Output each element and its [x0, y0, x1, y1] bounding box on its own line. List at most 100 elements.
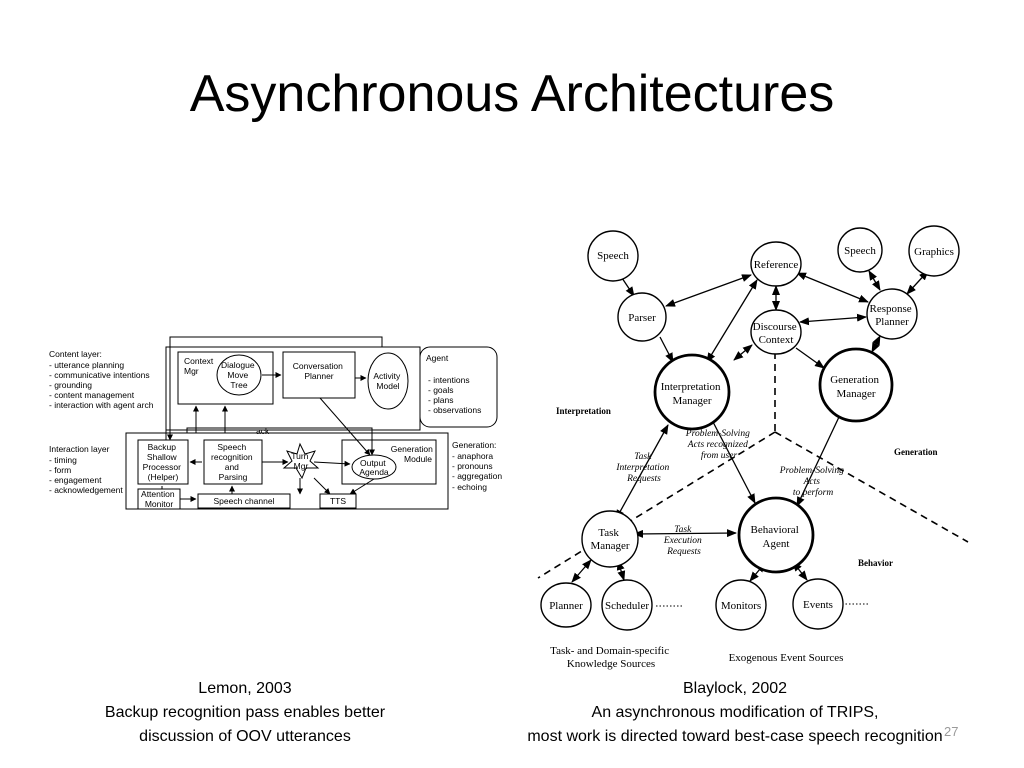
scheduler-label: Scheduler [605, 600, 649, 612]
divider-generation [774, 431, 969, 543]
turn-mgr-label: Turn Mgr [291, 451, 311, 471]
region-interpretation-label: Interpretation [556, 406, 611, 416]
ack-line [186, 427, 375, 456]
divider-interpretation [537, 431, 776, 579]
generation-label: Generation: - anaphora - pronouns - aggr… [452, 440, 504, 492]
node-speech-top [587, 230, 639, 282]
monitors-label: Monitors [721, 600, 761, 612]
edge-behavioral-generation [796, 416, 840, 507]
backup-processor-box [137, 439, 189, 485]
edge-discourse-interp [733, 344, 753, 361]
left-caption-line-2: discussion of OOV utterances [139, 728, 351, 745]
region-behavior-label: Behavior [858, 558, 893, 568]
turn-mgr-star [282, 442, 320, 480]
discourse-context-label: Discourse Context [753, 321, 800, 346]
conversation-planner-box [282, 351, 356, 399]
right-caption-line-1: An asynchronous modification of TRIPS, [591, 704, 879, 721]
edge-task-planner [571, 559, 592, 583]
task-execution-requests-label: Task Execution Requests [663, 525, 704, 557]
right-caption-citation: Blaylock, 2002 [682, 680, 788, 697]
node-scheduler [601, 579, 653, 631]
right-caption-line-2: most work is directed toward best-case s… [527, 728, 943, 745]
node-parser [617, 292, 667, 342]
speech-top-label: Speech [597, 250, 629, 262]
edge-turn-agenda [313, 460, 351, 467]
node-planner [540, 582, 592, 628]
speech-right-label: Speech [844, 245, 876, 257]
node-task-manager [581, 510, 639, 568]
left-diagram [125, 336, 498, 510]
edge-parser-reference [665, 274, 752, 307]
generation-module-label: Generation Module [391, 444, 435, 464]
dialogue-move-tree-node [216, 354, 262, 396]
exogenous-sources-label: Exogenous Event Sources [729, 652, 844, 664]
edge-task-behavioral [633, 529, 737, 538]
right-edges [571, 270, 929, 583]
edge-speech-parser [621, 277, 635, 297]
interaction-layer-box [125, 432, 449, 510]
events-label: Events [803, 599, 833, 611]
reference-label: Reference [754, 259, 799, 271]
response-planner-label: Response Planner [870, 303, 915, 328]
node-generation-manager [818, 347, 894, 423]
task-interpretation-requests-label: Task Interpretation Requests [615, 452, 671, 484]
problem-solving-recognized-label: Problem-Solving Acts recognized from use… [685, 429, 752, 461]
tts-label: TTS [330, 496, 346, 506]
edge-parser-interp [659, 336, 674, 363]
edge-interp-task [615, 424, 669, 520]
edge-speech-response [868, 270, 881, 291]
node-behavioral-agent [737, 496, 815, 574]
speech-recognition-label: Speech recognition and Parsing [211, 442, 255, 482]
feedback-line [167, 336, 383, 441]
node-reference [750, 241, 802, 287]
planner-label: Planner [549, 600, 583, 612]
backup-processor-label: Backup Shallow Processor (Helper) [143, 442, 184, 482]
left-diagram-text: Content layer: - utterance planning - co… [49, 349, 504, 509]
generation-manager-label: Generation Manager [830, 374, 882, 400]
task-manager-label: Task Manager [590, 527, 629, 552]
problem-solving-perform-label: Problem-Solving Acts to perform [779, 466, 846, 498]
left-caption-line-1: Backup recognition pass enables better [104, 704, 386, 721]
context-mgr-label: Context Mgr [184, 356, 216, 376]
context-mgr-box [177, 351, 274, 405]
content-layer-label: Content layer: - utterance planning - co… [49, 349, 154, 410]
speech-channel-box [197, 493, 291, 509]
interpretation-manager-label: Interpretation Manager [661, 381, 724, 407]
node-discourse-context [750, 309, 802, 355]
activity-model-node [367, 352, 409, 410]
edge-planner-agenda [319, 397, 371, 456]
graphics-label: Graphics [914, 246, 954, 258]
left-caption-citation: Lemon, 2003 [198, 680, 292, 697]
right-caption: Blaylock, 2002 An asynchronous modificat… [490, 677, 980, 749]
node-events [792, 578, 844, 630]
region-generation-label: Generation [894, 447, 938, 457]
node-response-planner [866, 288, 918, 340]
edge-response-generation [871, 335, 881, 353]
behavioral-agent-label: Behavioral Agent [750, 524, 801, 550]
interaction-layer-label: Interaction layer - timing - form - enga… [49, 444, 123, 495]
right-diagram-text: Speech Reference Speech Graphics Parser … [549, 245, 954, 670]
ack-label: ack [256, 426, 270, 436]
edge-discourse-generation [795, 347, 825, 369]
node-graphics [908, 225, 960, 277]
edge-reference-response [796, 272, 869, 303]
dialogue-move-tree-label: Dialogue Move Tree [221, 360, 257, 390]
slide-title: Asynchronous Architectures [189, 65, 835, 123]
task-domain-sources-label: Task- and Domain-specific Knowledge Sour… [550, 645, 672, 670]
node-interpretation-manager [653, 353, 731, 431]
node-speech-right [837, 227, 883, 273]
right-diagram [537, 225, 969, 631]
agent-box [419, 346, 498, 428]
attention-monitor-label: Attention Monitor [141, 489, 177, 509]
edge-discourse-response [799, 313, 867, 326]
edge-reference-interp [706, 279, 758, 363]
conversation-planner-label: Conversation Planner [293, 361, 345, 381]
node-monitors [715, 579, 767, 631]
edge-turn-tts [313, 477, 331, 495]
left-caption: Lemon, 2003 Backup recognition pass enab… [60, 677, 430, 749]
parser-label: Parser [628, 312, 656, 324]
output-agenda-label: Output Agenda [359, 458, 389, 477]
edge-interp-behavioral [711, 419, 756, 504]
agent-label: Agent - intentions - goals - plans - obs… [426, 353, 481, 415]
